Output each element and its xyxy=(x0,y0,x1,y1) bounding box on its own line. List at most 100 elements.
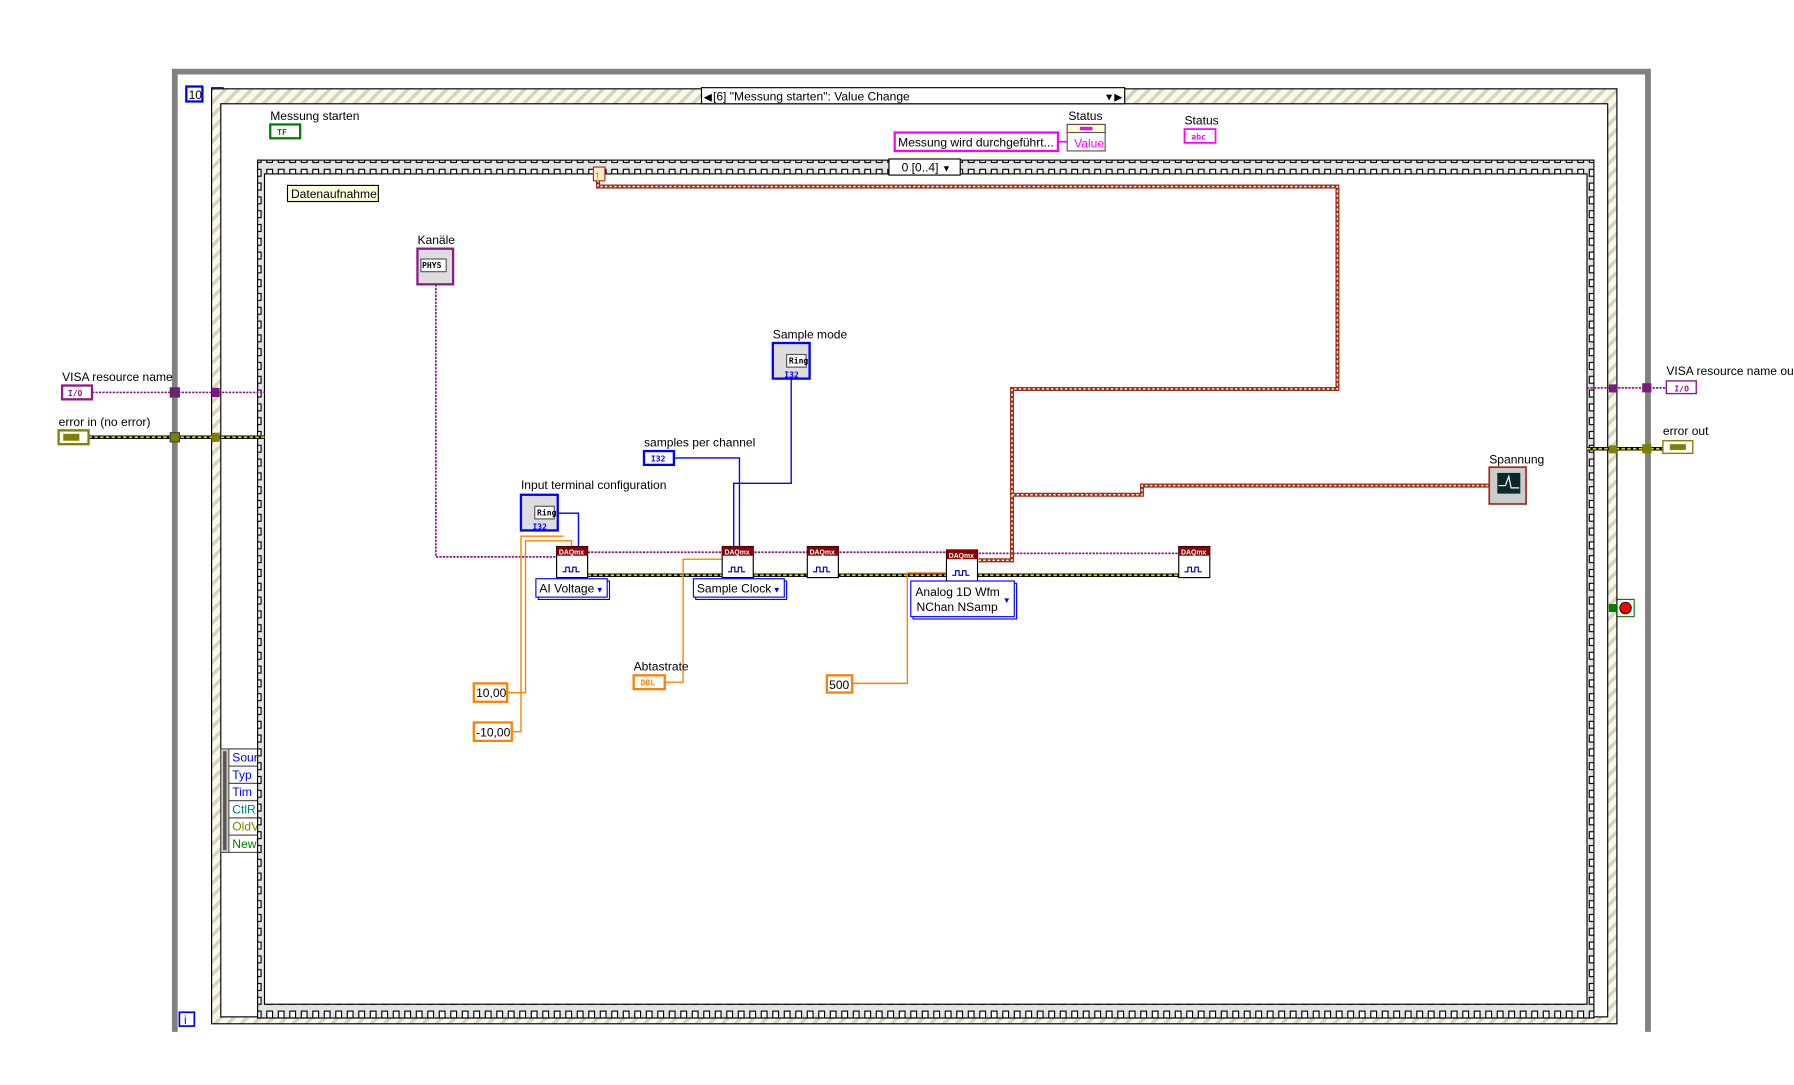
label: Messung starten xyxy=(270,109,359,123)
daqmx-header: DAQmx xyxy=(1181,550,1206,557)
sequence-frame-label: 0 [0..4] xyxy=(902,161,939,175)
value-line1: Analog 1D Wfm xyxy=(915,585,999,599)
error-out-indicator[interactable]: error out xyxy=(1662,424,1709,455)
event-case-label: [6] "Messung starten": Value Change xyxy=(713,89,910,103)
label: Kanäle xyxy=(417,233,455,247)
tunnels xyxy=(169,383,1652,613)
repr: I32 xyxy=(532,522,547,531)
kanaele-control[interactable]: Kanäle PHYS xyxy=(416,233,455,286)
event-data-item[interactable]: Sour xyxy=(228,748,259,767)
daqmx-header: DAQmx xyxy=(725,550,750,557)
type: abc xyxy=(1191,132,1206,141)
daqmx-create-channel-node[interactable]: DAQmx xyxy=(556,545,589,579)
value: AI Voltage xyxy=(539,582,594,596)
type: TF xyxy=(277,128,287,137)
waveform-icon xyxy=(1184,566,1202,573)
waveform-icon xyxy=(952,570,970,576)
abtastrate-control[interactable]: Abtastrate DBL xyxy=(632,660,689,691)
value: Sample Clock xyxy=(697,582,772,596)
value: Messung wird durchgeführt... xyxy=(898,135,1054,149)
input-terminal-configuration-control[interactable]: Input terminal configuration Ring I32 xyxy=(519,478,667,532)
label: Status xyxy=(1185,113,1219,127)
type: I32 xyxy=(651,454,666,463)
label: samples per channel xyxy=(644,435,755,449)
visa-resource-name-out-indicator[interactable]: VISA resource name out I/O xyxy=(1665,364,1794,395)
event-data-item-label: NewV xyxy=(232,837,264,851)
sequence-frame-selector[interactable] xyxy=(888,158,961,176)
timing-enum[interactable]: Sample Clock ▼ xyxy=(692,578,788,600)
dropdown-arrow-icon: ▼ xyxy=(773,586,781,595)
comment-text: Datenaufnahme xyxy=(291,187,377,201)
label: Sample mode xyxy=(773,327,848,341)
samples-constant[interactable]: 500 xyxy=(825,674,854,694)
loop-count-terminal[interactable] xyxy=(185,85,204,103)
type: PHYS xyxy=(422,261,442,270)
svg-text:↑: ↑ xyxy=(595,171,600,182)
event-data-item[interactable]: OldV xyxy=(228,817,259,836)
value: 500 xyxy=(829,678,849,692)
iteration-label: i xyxy=(184,1013,187,1027)
iteration-terminal xyxy=(178,1011,196,1027)
spannung-graph-indicator[interactable]: Spannung xyxy=(1488,453,1544,505)
comment-label xyxy=(286,184,379,203)
visa-resource-name-control[interactable]: VISA resource name I/O xyxy=(60,370,173,401)
sample-mode-control[interactable]: Sample mode Ring I32 xyxy=(771,327,848,380)
label: VISA resource name xyxy=(62,370,173,384)
daqmx-header: DAQmx xyxy=(949,553,974,560)
repr: I32 xyxy=(784,370,799,379)
dropdown-arrow-icon: ▼ xyxy=(596,586,604,595)
type: I/O xyxy=(1674,384,1689,393)
label: Abtastrate xyxy=(634,660,689,674)
status-indicator[interactable]: Status abc xyxy=(1183,113,1219,144)
status-property-node[interactable]: Status Value xyxy=(1066,109,1106,152)
label: Spannung xyxy=(1489,453,1544,467)
create-channel-enum[interactable]: AI Voltage ▼ xyxy=(535,578,611,600)
type: Ring xyxy=(789,356,809,366)
svg-text:◀: ◀ xyxy=(704,92,712,103)
event-data-item[interactable]: CtlR xyxy=(228,800,259,819)
daqmx-clear-task-node[interactable]: DAQmx xyxy=(1178,545,1211,579)
event-data-item[interactable]: Typ xyxy=(228,765,259,784)
svg-text:▼: ▼ xyxy=(942,164,951,174)
type: DBL xyxy=(641,679,656,688)
event-data-item[interactable]: Tim xyxy=(228,782,259,802)
type: Ring xyxy=(537,507,557,517)
label: VISA resource name out xyxy=(1666,364,1794,378)
stacked-sequence[interactable]: 0 [0..4] ▼ Datenaufnahme ↑ xyxy=(257,158,1595,1019)
error-in-control[interactable]: error in (no error) xyxy=(57,415,151,446)
event-data-item[interactable]: NewV xyxy=(228,834,265,853)
type: I/O xyxy=(68,389,83,398)
label: Input terminal configuration xyxy=(521,478,667,492)
dropdown-arrow-icon: ▼ xyxy=(1003,596,1011,605)
dropdown-arrow-icon[interactable]: ▼▶ xyxy=(1104,92,1122,103)
label: error out xyxy=(1663,424,1709,438)
daqmx-header: DAQmx xyxy=(559,550,584,557)
read-enum[interactable]: Analog 1D Wfm NChan NSamp ▼ xyxy=(910,580,1018,620)
value: -10,00 xyxy=(476,725,510,739)
event-case-selector[interactable] xyxy=(700,87,1126,105)
max-value-constant[interactable]: 10,00 xyxy=(472,682,509,703)
event-data-item-label: Typ xyxy=(232,768,252,782)
daqmx-timing-node[interactable]: DAQmx xyxy=(721,545,754,579)
loop-count: 10 xyxy=(189,88,203,102)
event-data-item-label: OldV xyxy=(232,820,259,834)
daqmx-header: DAQmx xyxy=(810,550,835,557)
daqmx-read-node[interactable]: DAQmx xyxy=(945,549,979,582)
property-name: Value xyxy=(1074,136,1104,150)
value-line2: NChan NSamp xyxy=(917,600,998,614)
status-string-constant[interactable]: Messung wird durchgeführt... xyxy=(893,131,1060,153)
event-data-item-label: Sour xyxy=(232,751,257,765)
wires xyxy=(88,140,1667,733)
waveform-icon xyxy=(727,566,746,573)
samples-per-channel-control[interactable]: samples per channel I32 xyxy=(642,435,755,467)
min-value-constant[interactable]: -10,00 xyxy=(472,721,513,743)
value: 10,00 xyxy=(476,686,506,700)
messung-starten-terminal[interactable]: Messung starten TF xyxy=(269,109,359,140)
event-data-item-label: Tim xyxy=(232,785,252,799)
waveform-icon xyxy=(813,566,831,573)
event-data-item-label: CtlR xyxy=(232,802,256,816)
label: Status xyxy=(1068,109,1102,123)
daqmx-start-task-node[interactable]: DAQmx xyxy=(806,545,839,579)
